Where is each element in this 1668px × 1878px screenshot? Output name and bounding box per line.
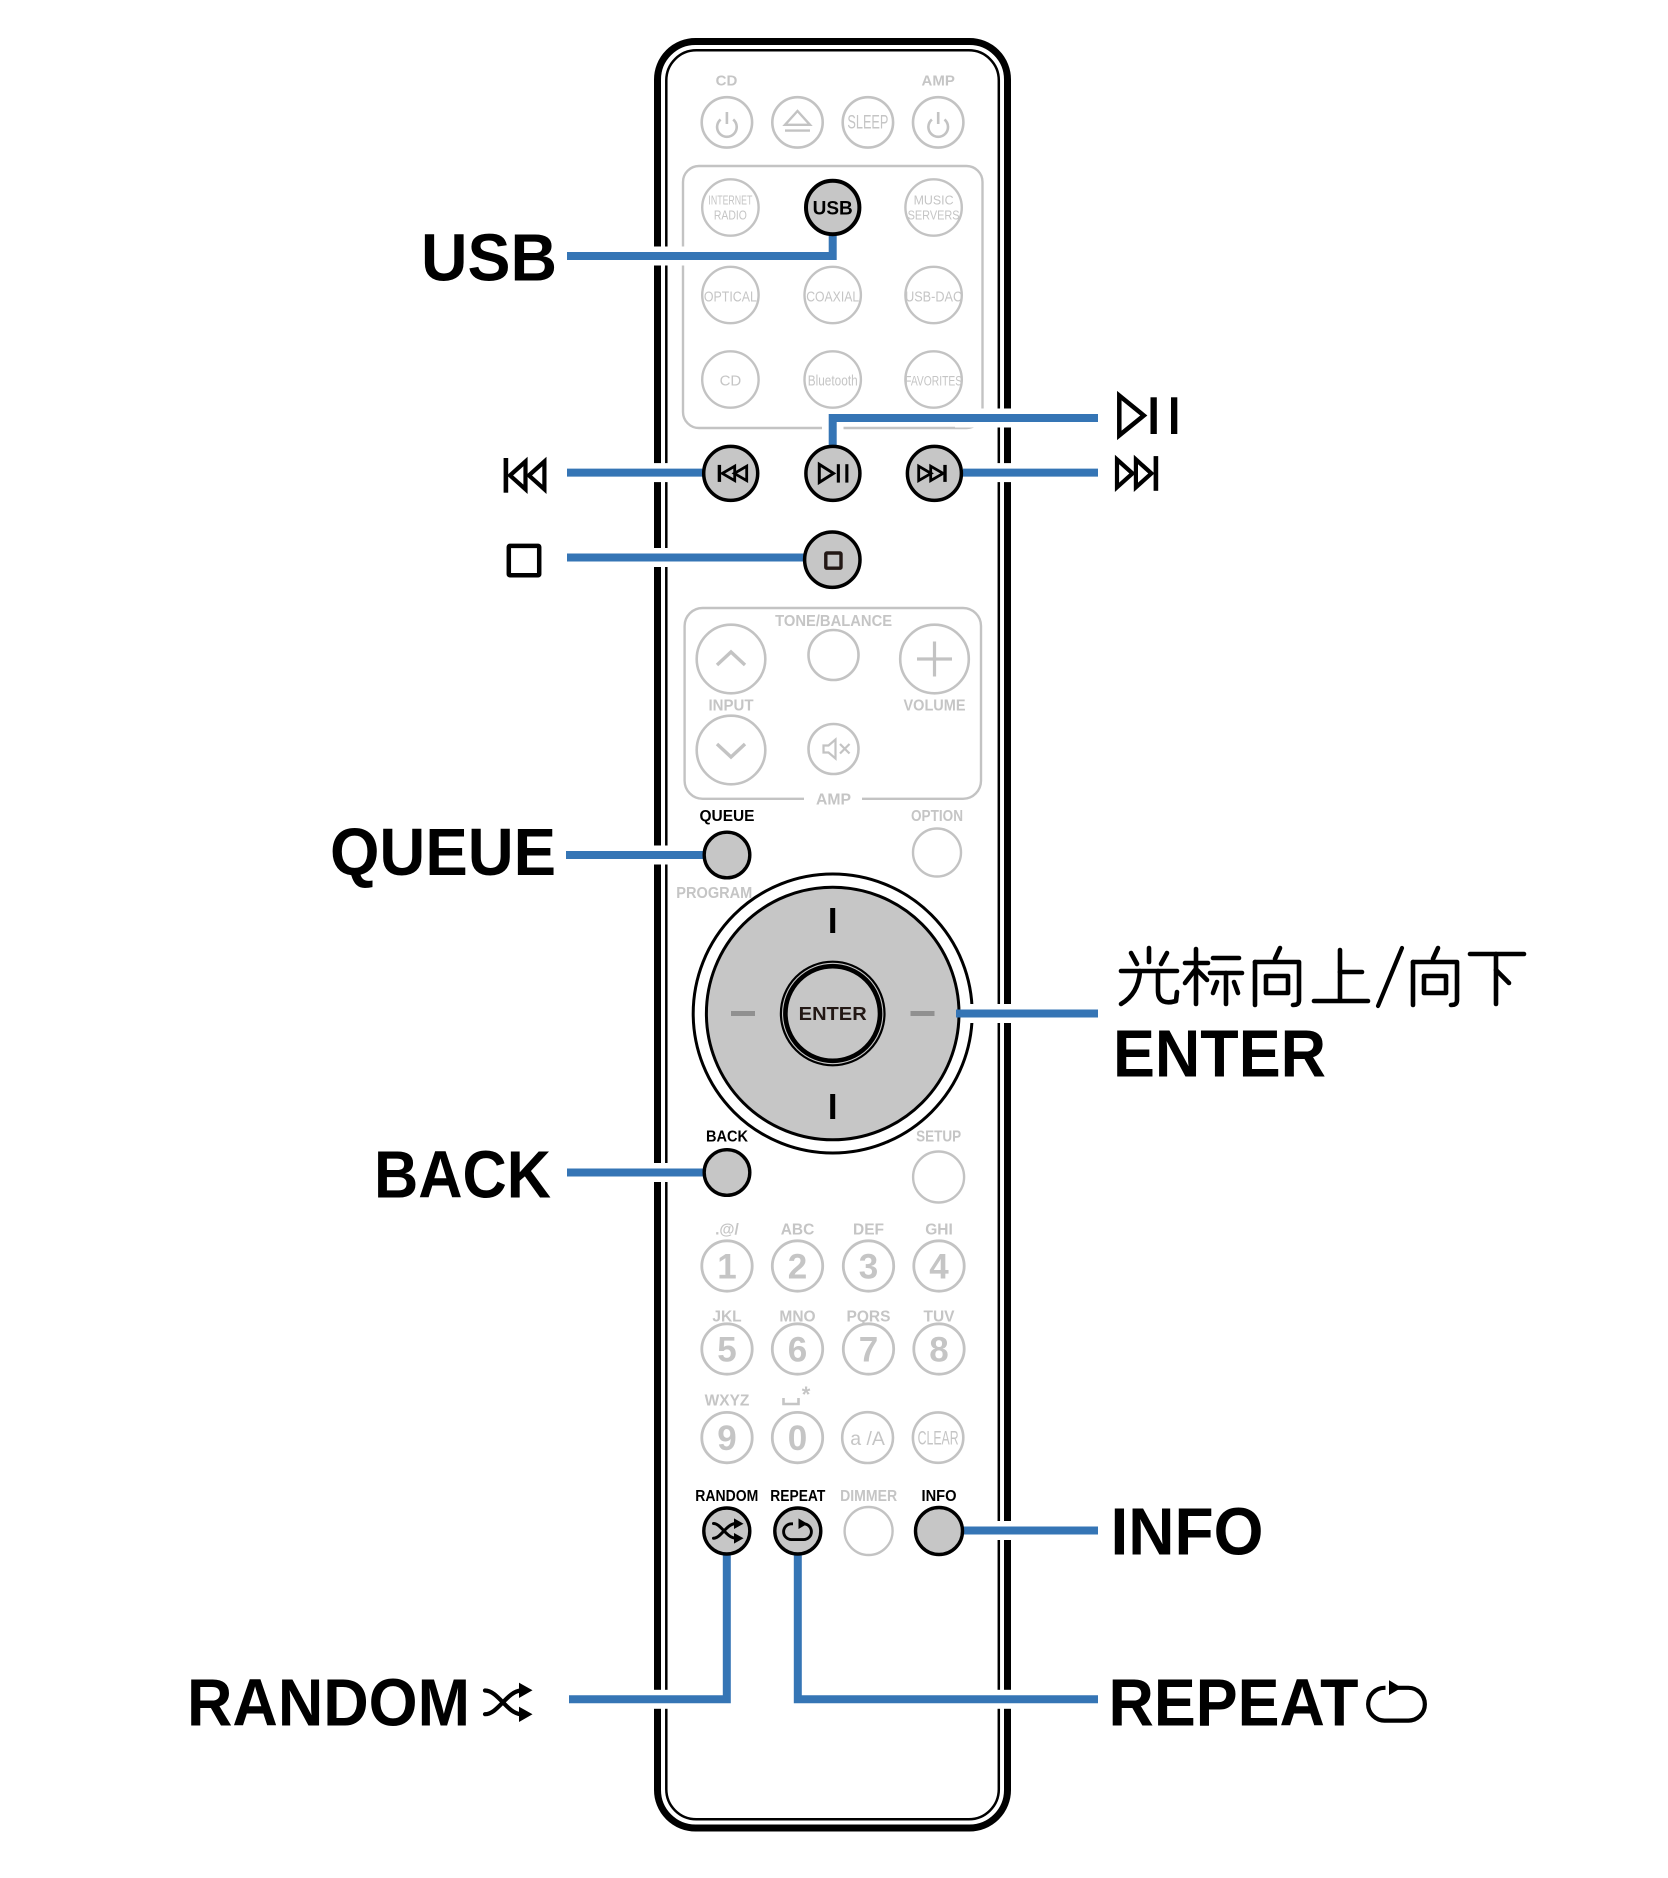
svg-text:BACK: BACK [374, 1137, 551, 1212]
svg-text:AMP: AMP [816, 792, 851, 809]
svg-text:BACK: BACK [706, 1129, 749, 1146]
svg-text:REPEAT: REPEAT [770, 1488, 825, 1505]
svg-text:SLEEP: SLEEP [847, 113, 888, 134]
svg-text:AMP: AMP [922, 73, 955, 90]
svg-text:INFO: INFO [1111, 1495, 1264, 1570]
svg-text:INPUT: INPUT [709, 698, 754, 715]
svg-text:DEF: DEF [853, 1222, 884, 1239]
svg-text:PROGRAM: PROGRAM [676, 885, 752, 902]
svg-text:COAXIAL: COAXIAL [806, 290, 859, 306]
svg-text:3: 3 [859, 1248, 878, 1287]
svg-text:7: 7 [859, 1331, 878, 1370]
svg-text:9: 9 [717, 1419, 736, 1458]
svg-text:ABC: ABC [781, 1222, 815, 1239]
svg-text:5: 5 [717, 1331, 736, 1370]
svg-text:WXYZ: WXYZ [705, 1393, 750, 1410]
svg-text:TUV: TUV [924, 1309, 956, 1326]
svg-text:USB: USB [813, 199, 853, 220]
svg-text:1: 1 [717, 1248, 736, 1287]
svg-text:RANDOM: RANDOM [695, 1488, 758, 1505]
svg-text:6: 6 [788, 1331, 807, 1370]
svg-text:SERVERS: SERVERS [908, 208, 960, 223]
svg-text:SETUP: SETUP [916, 1129, 961, 1146]
svg-text:TONE/BALANCE: TONE/BALANCE [775, 613, 892, 630]
svg-text:GHI: GHI [925, 1222, 953, 1239]
svg-text:RADIO: RADIO [714, 208, 747, 223]
svg-text:8: 8 [929, 1331, 948, 1370]
svg-text:QUEUE: QUEUE [700, 808, 755, 825]
svg-text:0: 0 [788, 1419, 807, 1458]
svg-text:USB: USB [421, 221, 557, 296]
svg-text:ENTER: ENTER [799, 1003, 867, 1024]
svg-text:FAVORITES: FAVORITES [905, 374, 962, 389]
svg-text:4: 4 [929, 1248, 949, 1287]
svg-text:REPEAT: REPEAT [1109, 1665, 1359, 1740]
svg-text:QUEUE: QUEUE [330, 815, 556, 890]
svg-text:MNO: MNO [779, 1309, 815, 1326]
svg-text:INTERNET: INTERNET [708, 193, 752, 208]
svg-text:Bluetooth: Bluetooth [808, 373, 858, 390]
svg-text:a /A: a /A [850, 1428, 885, 1450]
svg-text:INFO: INFO [922, 1488, 957, 1505]
svg-text:OPTICAL: OPTICAL [704, 290, 757, 306]
svg-text:ENTER: ENTER [1113, 1016, 1326, 1091]
svg-text:2: 2 [788, 1248, 807, 1287]
svg-text:CD: CD [720, 373, 742, 390]
svg-text:USB-DAC: USB-DAC [905, 290, 962, 306]
svg-text:*: * [802, 1382, 811, 1407]
svg-text:DIMMER: DIMMER [840, 1488, 897, 1505]
svg-text:VOLUME: VOLUME [904, 698, 966, 715]
svg-text:.@/: .@/ [715, 1222, 739, 1239]
svg-text:CD: CD [716, 73, 738, 90]
svg-text:PQRS: PQRS [847, 1309, 891, 1326]
svg-text:MUSIC: MUSIC [914, 193, 954, 208]
svg-text:RANDOM: RANDOM [187, 1665, 470, 1740]
svg-text:CLEAR: CLEAR [918, 1429, 959, 1450]
svg-text:JKL: JKL [712, 1309, 741, 1326]
svg-text:OPTION: OPTION [911, 808, 963, 825]
